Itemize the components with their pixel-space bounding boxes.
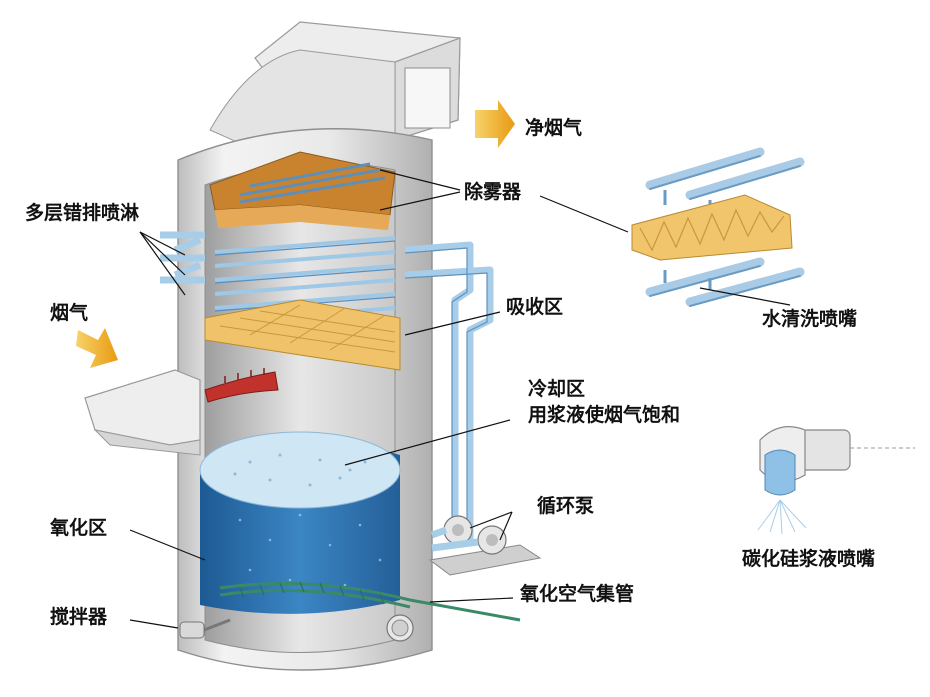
label-circulation-pump: 循环泵: [537, 495, 595, 517]
label-absorption-zone: 吸收区: [506, 296, 564, 318]
label-oxidation-zone: 氧化区: [50, 517, 108, 539]
recirculation-piping: [173, 236, 494, 540]
water-wash-detail: [631, 147, 805, 307]
leader-lines: [129, 169, 791, 629]
label-demister: 除雾器: [464, 181, 522, 203]
demister-pack: [209, 151, 396, 230]
label-clean-flue-gas: 净烟气: [525, 117, 583, 139]
clean-gas-arrow: [475, 100, 515, 148]
red-hood-teeth: [224, 368, 265, 383]
label-cooling-zone-desc: 用浆液使烟气饱和: [528, 404, 681, 426]
label-sic-slurry-nozzle: 碳化硅浆液喷嘴: [742, 548, 876, 570]
recirculation-piping-edge: [404, 247, 488, 540]
label-flue-gas-in: 烟气: [50, 302, 89, 324]
circulation-pumps: [428, 515, 542, 576]
flue-gas-arrow: [76, 328, 118, 368]
oxidation-air-nozzles: [239, 581, 385, 605]
red-hood: [204, 371, 279, 403]
flue-gas-inlet-duct: [84, 369, 201, 456]
manhole: [386, 614, 414, 642]
label-water-wash-nozzle: 水清洗喷嘴: [762, 308, 858, 330]
slurry-tank: [199, 431, 401, 614]
agitator: [179, 618, 231, 639]
label-cooling-zone: 冷却区: [528, 378, 586, 400]
label-agitator: 搅拌器: [50, 606, 108, 628]
label-multi-layer-spray: 多层错排喷淋: [25, 202, 140, 224]
sic-nozzle-detail: [757, 426, 915, 535]
absorber-packing: [204, 299, 401, 371]
label-oxidation-air-header: 氧化空气集管: [520, 583, 635, 605]
